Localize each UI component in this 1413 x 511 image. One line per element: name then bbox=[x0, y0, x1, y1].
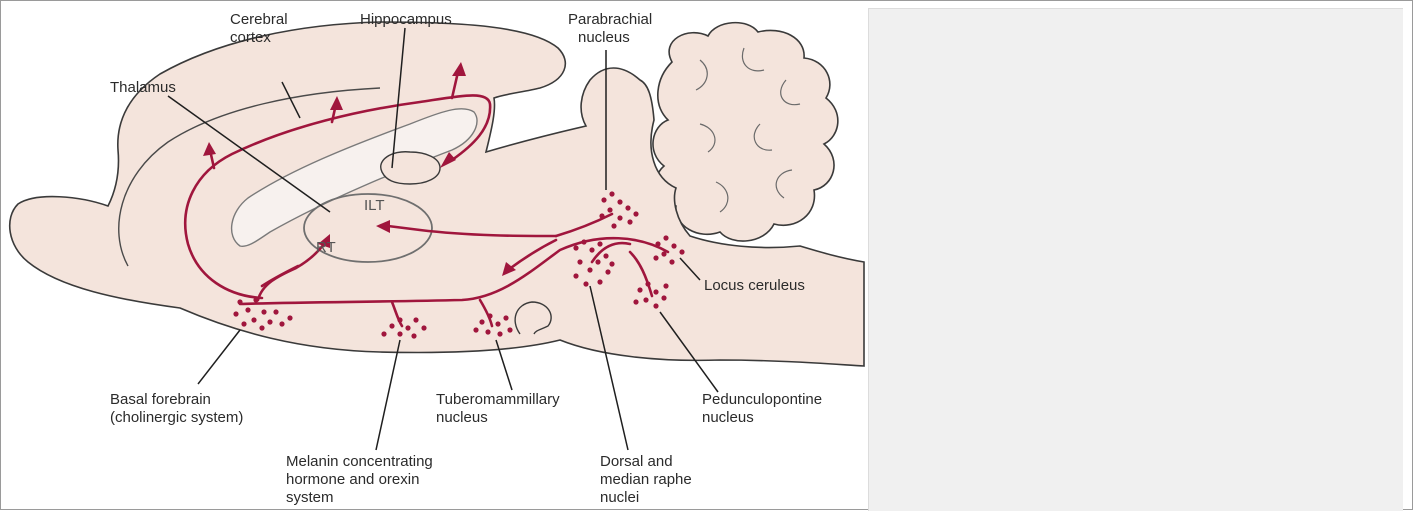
cell bbox=[233, 311, 238, 316]
cell bbox=[669, 259, 674, 264]
cell bbox=[261, 309, 266, 314]
cell bbox=[589, 247, 594, 252]
cell bbox=[611, 223, 616, 228]
cell bbox=[397, 317, 402, 322]
cell bbox=[653, 303, 658, 308]
cell bbox=[421, 325, 426, 330]
cell bbox=[603, 253, 608, 258]
cell bbox=[655, 241, 660, 246]
cell bbox=[473, 327, 478, 332]
cell bbox=[633, 211, 638, 216]
cell bbox=[503, 315, 508, 320]
cell bbox=[397, 331, 402, 336]
cell bbox=[617, 199, 622, 204]
cell bbox=[259, 325, 264, 330]
cell bbox=[245, 307, 250, 312]
cell bbox=[595, 259, 600, 264]
cell bbox=[663, 283, 668, 288]
cerebellum bbox=[653, 23, 838, 241]
cell bbox=[597, 279, 602, 284]
cell bbox=[671, 243, 676, 248]
label-basal-forebrain: Basal forebrain(cholinergic system) bbox=[110, 391, 243, 426]
leader-basal bbox=[198, 330, 240, 384]
cell bbox=[487, 313, 492, 318]
cell bbox=[405, 325, 410, 330]
cell bbox=[267, 319, 272, 324]
cell bbox=[653, 289, 658, 294]
cell bbox=[381, 331, 386, 336]
side-panel bbox=[868, 8, 1403, 511]
label-thalamus: Thalamus bbox=[110, 79, 176, 96]
cell bbox=[573, 273, 578, 278]
cell bbox=[607, 207, 612, 212]
cell bbox=[679, 249, 684, 254]
label-locus-ceruleus: Locus ceruleus bbox=[704, 277, 805, 294]
label-rt: RT bbox=[316, 239, 336, 256]
cell bbox=[389, 323, 394, 328]
cell bbox=[605, 269, 610, 274]
cell bbox=[617, 215, 622, 220]
cell bbox=[627, 219, 632, 224]
cell bbox=[601, 197, 606, 202]
cell bbox=[633, 299, 638, 304]
cell bbox=[497, 331, 502, 336]
cell bbox=[241, 321, 246, 326]
cell bbox=[653, 255, 658, 260]
cell bbox=[663, 235, 668, 240]
cell bbox=[495, 321, 500, 326]
label-ilt: ILT bbox=[364, 197, 385, 214]
cell bbox=[645, 281, 650, 286]
cell bbox=[237, 299, 242, 304]
cell bbox=[507, 327, 512, 332]
cell bbox=[597, 241, 602, 246]
cell bbox=[411, 333, 416, 338]
cell bbox=[273, 309, 278, 314]
cell bbox=[253, 297, 258, 302]
cell bbox=[577, 259, 582, 264]
cell bbox=[583, 281, 588, 286]
cell bbox=[573, 245, 578, 250]
cell bbox=[661, 251, 666, 256]
cell bbox=[643, 297, 648, 302]
cell bbox=[581, 239, 586, 244]
cell bbox=[625, 205, 630, 210]
cell bbox=[599, 213, 604, 218]
cell bbox=[479, 319, 484, 324]
cell bbox=[661, 295, 666, 300]
cell bbox=[251, 317, 256, 322]
cell bbox=[413, 317, 418, 322]
label-hippocampus: Hippocampus bbox=[360, 11, 452, 28]
leader-melanin bbox=[376, 340, 400, 450]
cell bbox=[279, 321, 284, 326]
cell bbox=[637, 287, 642, 292]
cell bbox=[287, 315, 292, 320]
cell bbox=[609, 191, 614, 196]
hippocampus-bulb bbox=[381, 152, 440, 184]
cell bbox=[485, 329, 490, 334]
cell bbox=[587, 267, 592, 272]
cell bbox=[609, 261, 614, 266]
